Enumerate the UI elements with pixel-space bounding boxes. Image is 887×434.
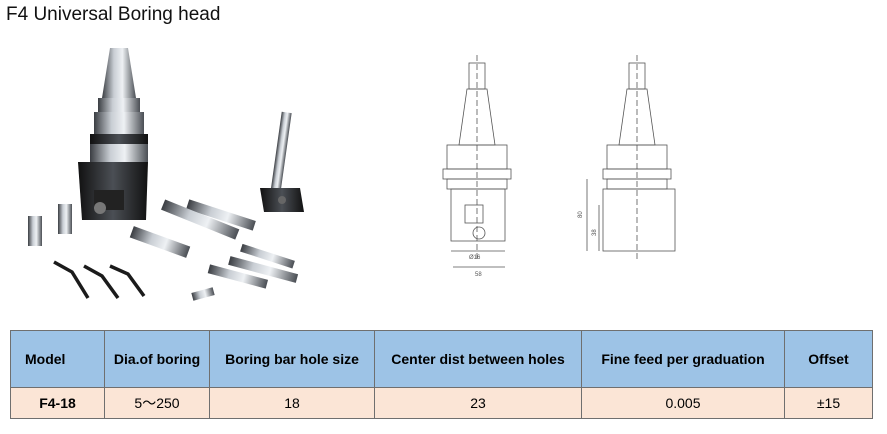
table-row: F4-18 5～250 18 23 0.005 ±15 — [10, 387, 873, 419]
cell-boring-bar-hole-size: 18 — [209, 387, 375, 419]
technical-drawing: Ø16 58 80 38 — [442, 55, 676, 278]
cell-fine-feed: 0.005 — [581, 387, 785, 419]
header-offset: Offset — [784, 330, 873, 388]
header-center-dist: Center dist between holes — [374, 330, 582, 388]
spec-table: Model Dia.of boring Boring bar hole size… — [10, 330, 873, 419]
dimension-label-2: 58 — [475, 272, 482, 278]
header-model: Model — [10, 330, 105, 388]
cell-offset: ±15 — [784, 387, 873, 419]
header-boring-bar-hole-size: Boring bar hole size — [209, 330, 375, 388]
dimension-label-4: 38 — [592, 229, 598, 236]
header-fine-feed: Fine feed per graduation — [581, 330, 785, 388]
header-dia-of-boring: Dia.of boring — [104, 330, 210, 388]
cell-dia-of-boring: 5～250 — [104, 387, 210, 419]
product-photo — [28, 48, 304, 301]
cell-center-dist: 23 — [374, 387, 582, 419]
page-title: F4 Universal Boring head — [6, 4, 221, 25]
cell-model: F4-18 — [10, 387, 105, 419]
dimension-label-3: 80 — [578, 211, 584, 218]
dimension-label-1: Ø16 — [469, 255, 481, 261]
table-header-row: Model Dia.of boring Boring bar hole size… — [10, 330, 873, 388]
